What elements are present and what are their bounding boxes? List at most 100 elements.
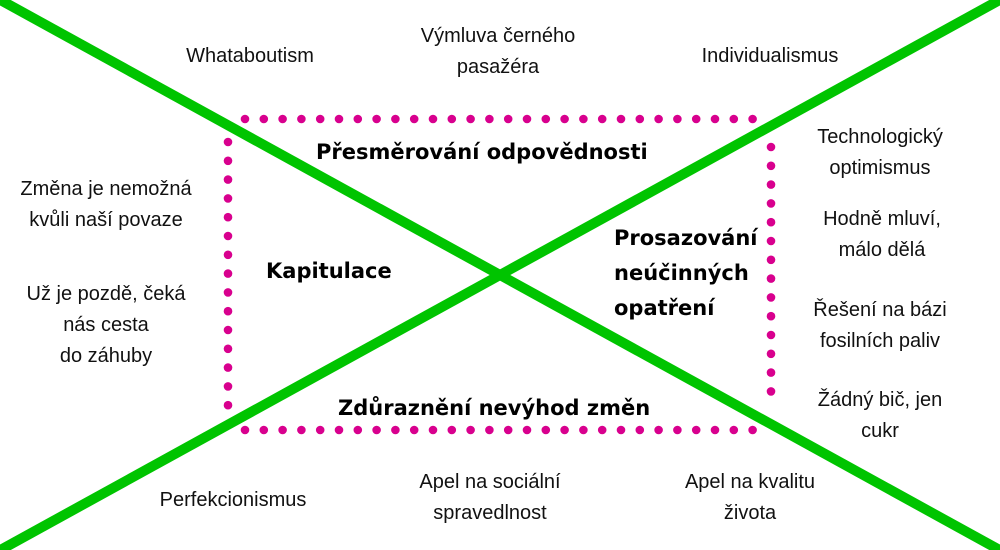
frame-dot: [259, 114, 269, 124]
frame-dot: [223, 363, 233, 372]
frame-dot: [353, 114, 363, 124]
frame-dot: [223, 306, 233, 316]
frame-dot: [766, 236, 776, 246]
item-technologicky-optimismus: Technologický optimismus: [817, 126, 943, 179]
item-individualismus: Individualismus: [701, 45, 839, 67]
frame-dot: [766, 349, 776, 359]
frame-dot: [223, 250, 233, 260]
frame-dot: [710, 425, 720, 435]
frame-dot: [278, 425, 287, 435]
frame-dot: [334, 114, 344, 124]
frame-dot: [729, 425, 739, 435]
frame-dot: [635, 114, 645, 124]
frame-dot: [223, 344, 233, 354]
frame-dot: [766, 293, 776, 302]
frame-dot: [372, 425, 381, 435]
category-top: Přesměrování odpovědnosti: [316, 140, 648, 164]
frame-dot: [466, 114, 475, 124]
frame-dot: [710, 114, 720, 124]
frame-dot: [223, 194, 233, 203]
item-hodne-mluvi: Hodně mluví, málo dělá: [823, 208, 941, 261]
frame-dot: [223, 137, 233, 147]
frame-dot: [579, 425, 588, 435]
frame-dot: [428, 114, 438, 124]
frame-dot: [334, 425, 344, 435]
item-zadny-bic: Žádný bič, jen cukr: [817, 389, 943, 442]
dotted-frame: [223, 114, 776, 435]
frame-dot: [729, 114, 739, 124]
frame-dot: [541, 425, 551, 435]
frame-dot: [223, 382, 233, 391]
frame-dot: [466, 425, 475, 435]
frame-dot: [297, 114, 306, 124]
frame-dot: [560, 114, 569, 124]
frame-dot: [541, 114, 551, 124]
frame-dot: [353, 425, 363, 435]
frame-dot: [428, 425, 438, 435]
frame-dot: [691, 425, 701, 435]
frame-dot: [766, 217, 776, 227]
frame-dot: [766, 142, 776, 152]
frame-dot: [223, 288, 233, 297]
frame-dot: [278, 114, 287, 124]
frame-dot: [503, 425, 513, 435]
frame-dot: [447, 114, 457, 124]
frame-dot: [654, 114, 663, 124]
item-zmena-nemozna: Změna je nemožná kvůli naší povaze: [20, 178, 192, 231]
frame-dot: [223, 231, 233, 241]
frame-dot: [372, 114, 381, 124]
item-whataboutism: Whataboutism: [186, 45, 314, 67]
frame-dot: [766, 330, 776, 340]
frame-dot: [223, 325, 233, 335]
frame-dot: [616, 425, 626, 435]
frame-dot: [766, 180, 776, 189]
frame-dot: [766, 199, 776, 208]
frame-dot: [597, 114, 607, 124]
frame-dot: [223, 156, 233, 166]
item-apel-kvalita: Apel na kvalitu života: [684, 471, 816, 524]
frame-dot: [748, 425, 757, 435]
frame-dot: [635, 425, 645, 435]
frame-dot: [560, 425, 569, 435]
frame-dot: [259, 425, 269, 435]
item-apel-socialni: Apel na sociální spravedlnost: [419, 471, 561, 524]
frame-dot: [597, 425, 607, 435]
frame-dot: [654, 425, 663, 435]
category-bottom: Zdůraznění nevýhod změn: [338, 396, 651, 420]
frame-dot: [579, 114, 588, 124]
frame-dot: [522, 114, 532, 124]
frame-dot: [766, 311, 776, 321]
frame-dot: [391, 114, 400, 124]
frame-dot: [315, 114, 325, 124]
frame-dot: [447, 425, 457, 435]
item-perfekcionismus: Perfekcionismus: [159, 489, 307, 511]
frame-dot: [766, 161, 776, 171]
frame-dot: [503, 114, 513, 124]
frame-dot: [391, 425, 400, 435]
frame-dot: [766, 387, 776, 396]
item-uz-je-pozde: Už je pozdě, čeká nás cesta do záhuby: [26, 283, 186, 367]
frame-dot: [223, 400, 233, 410]
frame-dot: [485, 425, 494, 435]
frame-dot: [766, 255, 776, 265]
frame-dot: [409, 114, 419, 124]
frame-dot: [616, 114, 626, 124]
category-left: Kapitulace: [266, 259, 392, 283]
frame-dot: [223, 175, 233, 184]
frame-dot: [522, 425, 532, 435]
frame-dot: [240, 114, 250, 124]
frame-dot: [223, 212, 233, 222]
frame-dot: [691, 114, 701, 124]
frame-dot: [673, 425, 682, 435]
frame-dot: [485, 114, 494, 124]
frame-dot: [673, 114, 682, 124]
frame-dot: [766, 368, 776, 377]
category-right: Prosazování neúčinných opatření: [614, 226, 758, 320]
frame-dot: [297, 425, 306, 435]
item-vymluva: Výmluva černého pasažéra: [420, 25, 576, 78]
frame-dot: [223, 269, 233, 278]
frame-dot: [766, 274, 776, 283]
